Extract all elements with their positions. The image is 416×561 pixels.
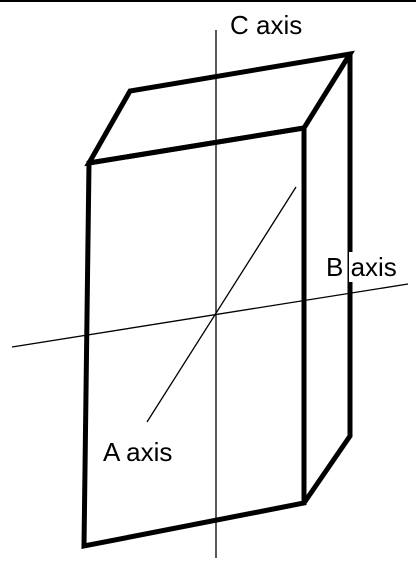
b-axis-line: [11, 283, 409, 348]
prism-top-face: [84, 50, 356, 167]
a-axis-label-bg: [101, 436, 197, 466]
b-axis-label: B axis: [326, 252, 397, 282]
a-axis-label: A axis: [103, 437, 172, 467]
c-axis-label: C axis: [230, 10, 302, 40]
a-axis-line: [146, 186, 297, 423]
prism-side-face: [301, 54, 353, 505]
c-axis-label-bg: [228, 10, 328, 38]
prism-front-face: [81, 125, 307, 550]
b-axis-label-bg: [349, 252, 413, 282]
